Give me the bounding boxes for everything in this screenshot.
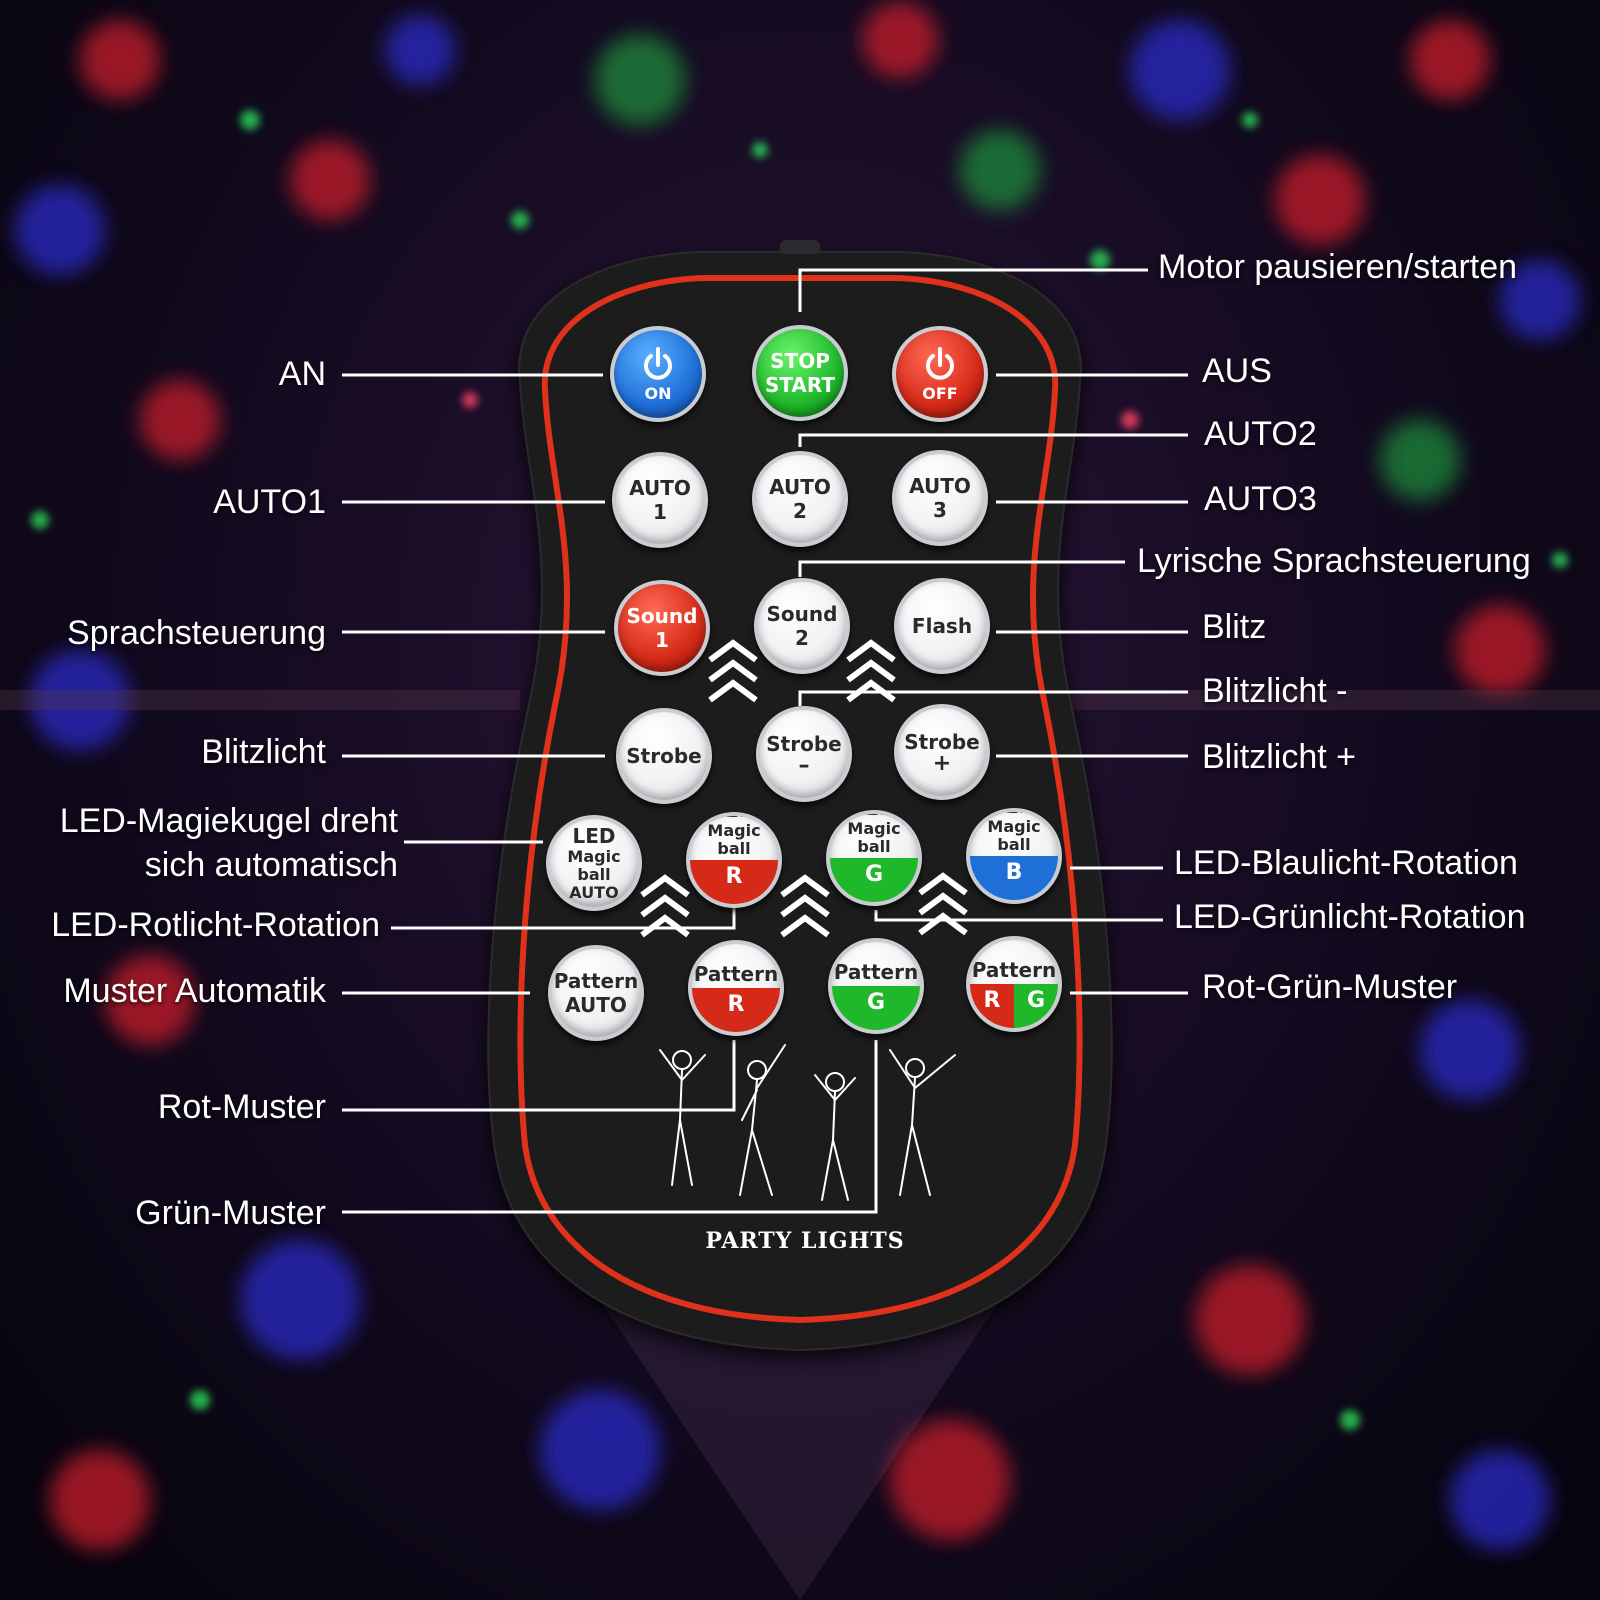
flash-button[interactable]: Flash: [894, 578, 990, 674]
led-auto-magic-ball: Magic ball: [567, 847, 621, 884]
led-r-label: LED: [712, 816, 755, 822]
pattern-r-button[interactable]: Pattern R: [688, 940, 784, 1036]
pattern-r-letter: R: [727, 992, 745, 1017]
auto3-button[interactable]: AUTO 3: [892, 450, 988, 546]
annotation-blitzlicht: Blitzlicht: [201, 733, 326, 771]
pattern-rg-letter-r: R: [983, 988, 1001, 1013]
annotation-led-gruen: LED-Grünlicht-Rotation: [1174, 898, 1526, 936]
led-auto-label: LED: [572, 824, 616, 848]
led-g-magic-ball: Magic ball: [847, 819, 901, 856]
led-b-letter: B: [1005, 860, 1023, 885]
start-label: START: [764, 373, 836, 397]
auto3-label: AUTO: [909, 474, 971, 498]
off-label: OFF: [922, 384, 958, 403]
on-label: ON: [644, 384, 672, 403]
pattern-g-letter: G: [866, 990, 886, 1015]
led-r-magic-ball: Magic ball: [707, 821, 761, 858]
auto2-button[interactable]: AUTO 2: [752, 451, 848, 547]
minus-icon: –: [798, 753, 810, 778]
annotation-rot-muster: Rot-Muster: [157, 1088, 326, 1126]
annotation-sprachsteuerung: Sprachsteuerung: [67, 614, 326, 652]
annotation-auto2: AUTO2: [1204, 415, 1317, 453]
sound2-button[interactable]: Sound 2: [754, 578, 850, 674]
pattern-r-label: Pattern: [693, 962, 779, 986]
sound2-number: 2: [795, 626, 809, 650]
brand-label: PARTY LIGHTS: [705, 1228, 905, 1254]
sound1-number: 1: [655, 628, 669, 652]
sound1-button[interactable]: Sound 1: [614, 580, 710, 676]
leader-lines: [342, 268, 1188, 1214]
strobe-minus-button[interactable]: Strobe –: [756, 706, 852, 802]
stop-start-button[interactable]: STOP START: [752, 325, 848, 421]
pattern-rg-button[interactable]: Pattern R G: [966, 936, 1062, 1032]
annotation-auto1: AUTO1: [213, 483, 326, 521]
led-auto-mode: AUTO: [569, 883, 619, 902]
annotation-motor: Motor pausieren/starten: [1158, 248, 1518, 286]
annotation-led-magie-line2: sich automatisch: [144, 846, 398, 884]
power-icon: [926, 347, 954, 380]
pattern-rg-letter-g: G: [1026, 988, 1046, 1013]
annotation-blitzlicht-minus: Blitzlicht -: [1202, 672, 1348, 710]
flash-label: Flash: [911, 614, 973, 638]
annotation-led-magie-line1: LED-Magiekugel dreht: [59, 802, 398, 840]
annotation-muster-auto: Muster Automatik: [63, 972, 326, 1010]
led-g-letter: G: [864, 862, 884, 887]
auto1-number: 1: [653, 500, 667, 524]
led-magic-ball-g-button[interactable]: LED Magic ball G: [826, 810, 922, 906]
led-g-label: LED: [852, 814, 895, 820]
pattern-auto-label: Pattern: [553, 969, 639, 993]
strobe-label: Strobe: [626, 744, 702, 768]
auto3-number: 3: [933, 498, 947, 522]
pattern-auto-mode: AUTO: [565, 993, 627, 1017]
led-magic-ball-b-button[interactable]: LED Magic ball B: [966, 808, 1062, 904]
annotation-aus: AUS: [1202, 352, 1272, 390]
annotation-rot-gruen: Rot-Grün-Muster: [1202, 968, 1458, 1006]
annotation-an: AN: [278, 355, 326, 393]
stop-label: STOP: [770, 349, 830, 373]
annotation-gruen-muster: Grün-Muster: [135, 1194, 326, 1232]
pattern-auto-button[interactable]: Pattern AUTO: [548, 945, 644, 1041]
led-b-magic-ball: Magic ball: [987, 817, 1041, 854]
pattern-rg-label: Pattern: [971, 958, 1057, 982]
led-r-letter: R: [725, 864, 743, 889]
off-button[interactable]: OFF: [892, 326, 988, 422]
dancer-silhouettes: [659, 1044, 956, 1201]
annotation-led-rot: LED-Rotlicht-Rotation: [51, 906, 380, 944]
led-magic-ball-auto-button[interactable]: LED Magic ball AUTO: [546, 815, 642, 911]
auto2-number: 2: [793, 499, 807, 523]
auto1-label: AUTO: [629, 476, 691, 500]
auto2-label: AUTO: [769, 475, 831, 499]
led-b-label: LED: [992, 812, 1035, 818]
annotation-blitzlicht-plus: Blitzlicht +: [1202, 738, 1356, 776]
sound1-label: Sound: [626, 604, 698, 628]
on-button[interactable]: ON: [610, 326, 706, 422]
annotation-lyrische: Lyrische Sprachsteuerung: [1137, 542, 1531, 580]
plus-icon: +: [932, 751, 952, 776]
sound2-label: Sound: [766, 602, 838, 626]
annotation-led-blau: LED-Blaulicht-Rotation: [1174, 844, 1518, 882]
strobe-plus-button[interactable]: Strobe +: [894, 704, 990, 800]
pattern-g-label: Pattern: [833, 960, 919, 984]
pattern-g-button[interactable]: Pattern G: [828, 938, 924, 1034]
power-icon: [644, 347, 672, 380]
led-magic-ball-r-button[interactable]: LED Magic ball R: [686, 812, 782, 908]
strobe-plus-label: Strobe: [904, 730, 980, 754]
annotation-blitz: Blitz: [1202, 608, 1267, 646]
auto1-button[interactable]: AUTO 1: [612, 452, 708, 548]
annotation-auto3: AUTO3: [1204, 480, 1317, 518]
strobe-minus-label: Strobe: [766, 732, 842, 756]
remote-accent-ring: [517, 275, 1083, 1324]
strobe-button[interactable]: Strobe: [616, 708, 712, 804]
